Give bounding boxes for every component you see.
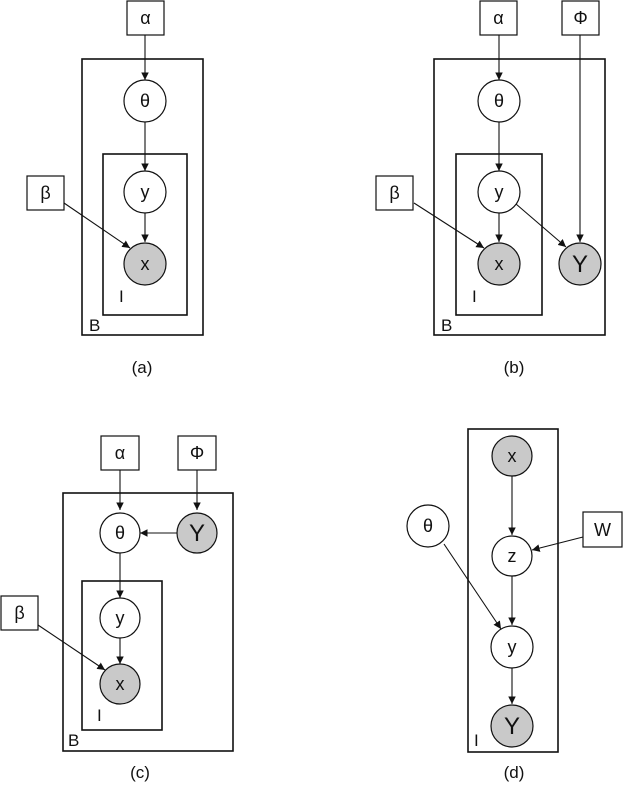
plate-inner-label: I xyxy=(97,706,102,725)
alpha-label: α xyxy=(115,443,125,463)
y-label: y xyxy=(508,637,517,657)
phi-param-node xyxy=(177,435,217,471)
beta-label: β xyxy=(389,183,399,203)
alpha-label: α xyxy=(140,8,150,28)
x-label: x xyxy=(141,254,150,274)
theta-label: θ xyxy=(494,91,504,111)
beta-label: β xyxy=(14,603,24,623)
edge-W-z-d xyxy=(531,536,584,552)
theta-node xyxy=(477,79,521,123)
edge-theta-y-d xyxy=(443,543,502,630)
caption-b: (b) xyxy=(504,358,525,377)
phi-param-node xyxy=(561,0,600,36)
W-label: W xyxy=(594,520,611,540)
Y-label: Y xyxy=(504,713,520,740)
edge-beta-x-a xyxy=(63,202,131,249)
alpha-param-node xyxy=(479,0,518,36)
plate-outer-a xyxy=(81,58,204,336)
alpha-label: α xyxy=(493,8,503,28)
alpha-param-node xyxy=(126,0,165,36)
x-label: x xyxy=(116,674,125,694)
plate-outer-c xyxy=(62,492,234,752)
beta-label: β xyxy=(40,183,50,203)
phi-label: Φ xyxy=(190,443,204,463)
Y-observed-node xyxy=(490,704,534,748)
plate-inner-label: I xyxy=(472,287,477,306)
edge-beta-x-b xyxy=(413,202,485,249)
x-label: x xyxy=(508,446,517,466)
Y-label: Y xyxy=(572,251,588,278)
theta-node xyxy=(99,512,141,554)
caption-a: (a) xyxy=(132,358,153,377)
beta-param-node xyxy=(375,175,414,211)
plate-inner-c xyxy=(81,580,163,731)
plate-inner-label: I xyxy=(119,287,124,306)
y-node xyxy=(490,625,534,669)
alpha-param-node xyxy=(100,435,140,471)
plate-outer-label: B xyxy=(441,316,452,335)
plate-d xyxy=(467,428,559,753)
x-observed-node xyxy=(123,242,167,286)
y-node xyxy=(123,170,167,214)
y-node xyxy=(99,597,141,639)
plate-outer-b xyxy=(433,58,606,336)
panel-b: α Φ β θ y x Y I B (b) xyxy=(375,0,606,377)
z-node xyxy=(491,535,533,577)
panel-a: α β θ y x I B (a) xyxy=(26,0,204,377)
plate-outer-label: B xyxy=(68,731,79,750)
panel-c: α Φ β θ Y y x I B (c) xyxy=(0,435,234,782)
plate-label: I xyxy=(474,731,479,750)
theta-node xyxy=(123,79,167,123)
theta-label: θ xyxy=(140,91,150,111)
Y-observed-node xyxy=(558,242,602,286)
edge-y-Y-b xyxy=(515,203,567,248)
edge-beta-x-c xyxy=(37,624,106,671)
phi-label: Φ xyxy=(573,8,587,28)
W-param-node xyxy=(582,511,623,548)
beta-param-node xyxy=(0,595,39,631)
y-label: y xyxy=(495,182,504,202)
Y-label: Y xyxy=(189,520,205,547)
caption-d: (d) xyxy=(504,763,525,782)
x-observed-node xyxy=(477,242,521,286)
y-node xyxy=(477,170,521,214)
panel-d: x θ W z y Y I (d) xyxy=(406,428,623,782)
theta-label: θ xyxy=(423,516,433,536)
theta-label: θ xyxy=(115,523,125,543)
plate-outer-label: B xyxy=(89,316,100,335)
y-label: y xyxy=(116,608,125,628)
caption-c: (c) xyxy=(130,763,150,782)
y-label: y xyxy=(141,182,150,202)
x-observed-node xyxy=(491,435,533,477)
beta-param-node xyxy=(26,175,65,211)
theta-node xyxy=(406,504,450,548)
x-label: x xyxy=(495,254,504,274)
z-label: z xyxy=(508,546,517,566)
Y-observed-node xyxy=(176,512,218,554)
x-observed-node xyxy=(99,663,141,705)
